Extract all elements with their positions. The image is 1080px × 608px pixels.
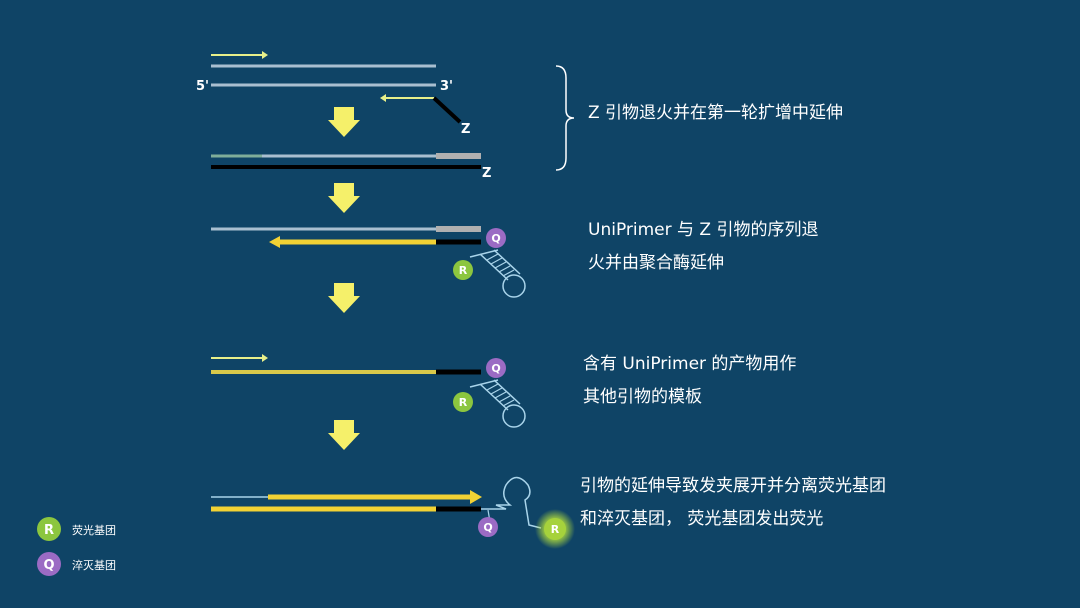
step4-line2: 和淬灭基团， 荧光基团发出荧光: [580, 509, 824, 529]
q-label: Q: [483, 521, 492, 534]
hairpin-probe: [469, 249, 526, 298]
five-prime-label: 5': [196, 79, 209, 94]
step4-description: 引物的延伸导致发夹展开并分离荧光基团 和淬灭基团， 荧光基团发出荧光: [580, 470, 886, 536]
q-label: Q: [491, 232, 500, 245]
step3-line1: 含有 UniPrimer 的产物用作: [583, 354, 797, 374]
step3-diagram: Q R: [211, 354, 526, 428]
r-label: R: [459, 264, 468, 277]
r-label: R: [459, 396, 468, 409]
legend-q-symbol: Q: [43, 558, 54, 573]
legend-quencher-label: 淬灭基团: [72, 559, 116, 572]
legend-quencher-icon: [37, 552, 61, 576]
legend-reporter-label: 荧光基团: [72, 524, 116, 537]
step1-product: Z: [211, 153, 491, 181]
legend-r-symbol: R: [44, 523, 54, 538]
down-arrow-icon: [328, 107, 360, 137]
step4-diagram: Q R: [211, 476, 575, 549]
step1-diagram: 5' 3' Z: [196, 51, 470, 137]
quencher-icon: [486, 228, 506, 248]
reporter-icon: [453, 392, 473, 412]
reporter-icon: [453, 260, 473, 280]
quencher-icon: [478, 517, 498, 537]
step2-diagram: Q R: [211, 226, 526, 298]
step2-line2: 火并由聚合酶延伸: [588, 253, 724, 273]
z-label: Z: [482, 166, 491, 181]
step2-description: UniPrimer 与 Z 引物的序列退 火并由聚合酶延伸: [588, 214, 818, 280]
legend-reporter-icon: [37, 517, 61, 541]
step2-line1: UniPrimer 与 Z 引物的序列退: [588, 220, 819, 240]
z-label: Z: [461, 122, 470, 137]
step3-description: 含有 UniPrimer 的产物用作 其他引物的模板: [583, 348, 796, 414]
brace-icon: [555, 65, 575, 171]
down-arrow-icon: [328, 183, 360, 213]
step1-description: Z 引物退火并在第一轮扩增中延伸: [588, 103, 844, 123]
quencher-icon: [486, 358, 506, 378]
q-label: Q: [491, 362, 500, 375]
three-prime-label: 3': [440, 79, 453, 94]
down-arrow-icon: [328, 283, 360, 313]
step4-line1: 引物的延伸导致发夹展开并分离荧光基团: [580, 476, 886, 496]
down-arrow-icon: [328, 420, 360, 450]
step3-line2: 其他引物的模板: [583, 387, 702, 407]
reporter-icon: [544, 518, 566, 540]
r-label: R: [551, 523, 560, 536]
